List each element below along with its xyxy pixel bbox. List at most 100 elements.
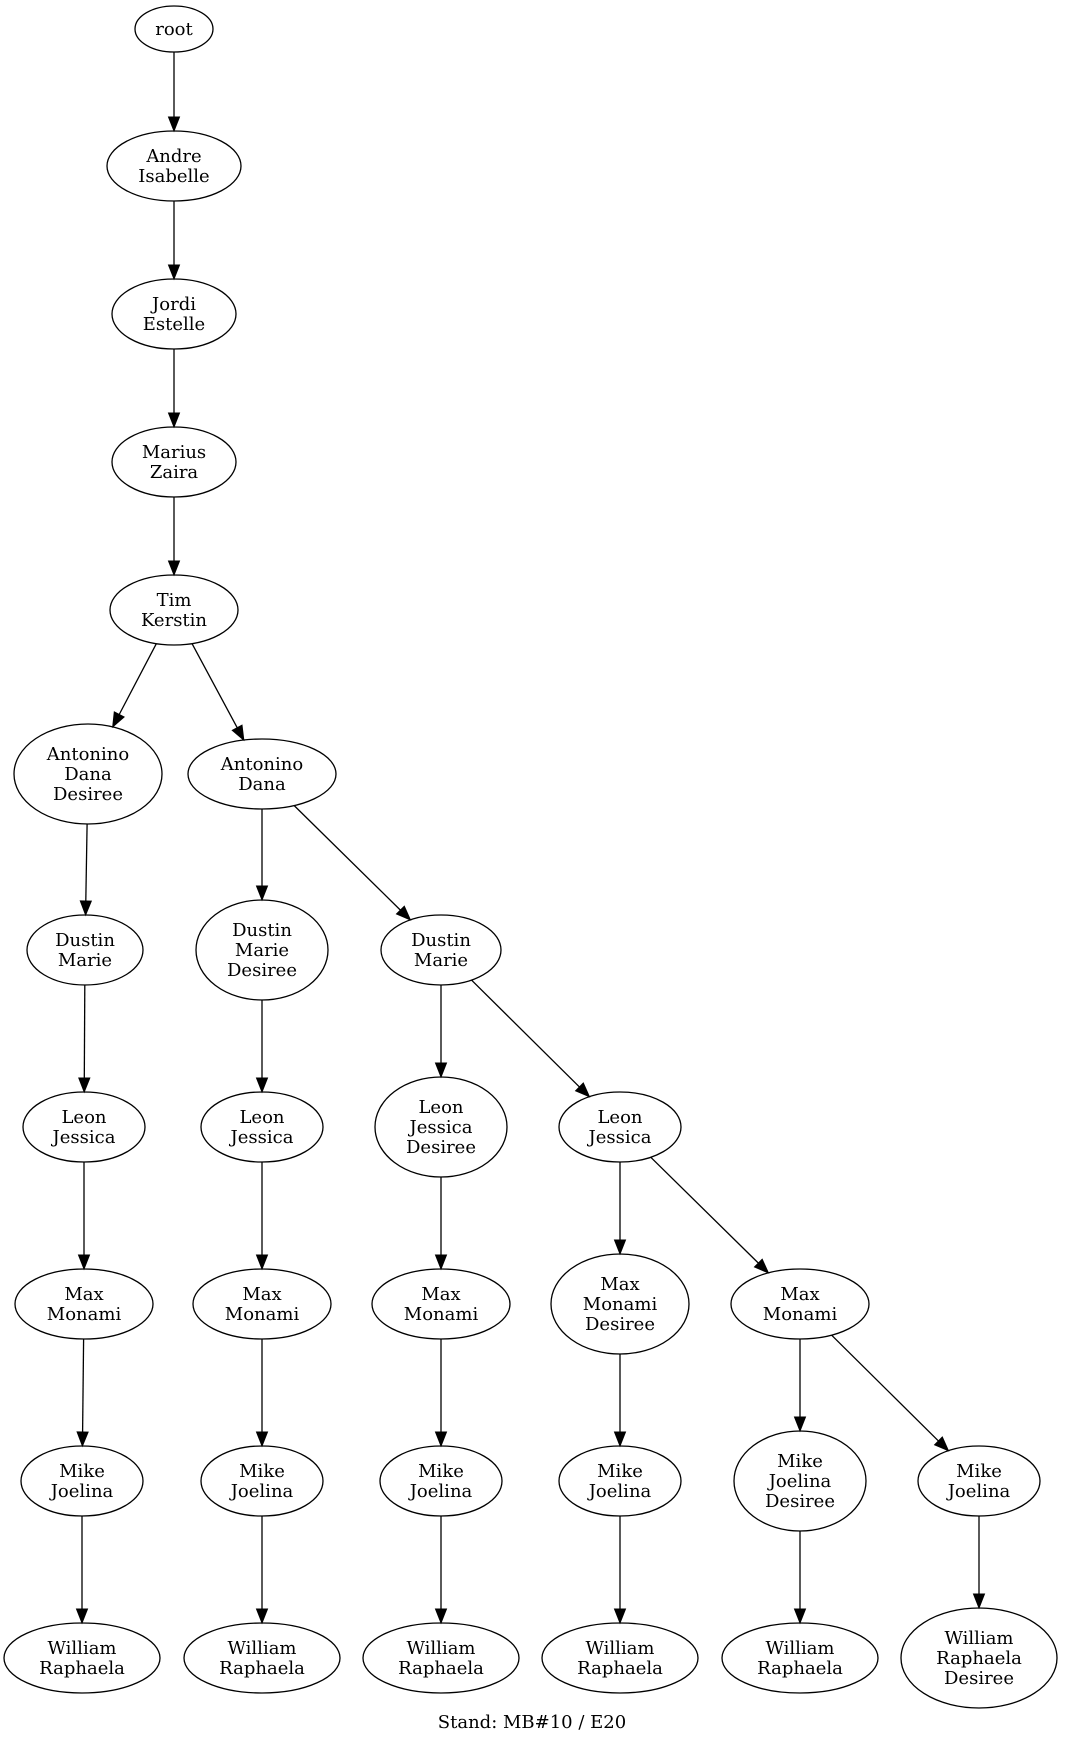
edge-arrowhead [75, 1608, 89, 1625]
tree-edge [78, 984, 91, 1094]
edge-line [831, 1334, 939, 1442]
tree-edge [167, 497, 181, 577]
node-label-line: Kerstin [141, 610, 207, 631]
node-label-line: William [227, 1638, 296, 1659]
edge-arrowhead [972, 1593, 986, 1610]
node-ellipse [187, 738, 337, 810]
node-label-line: Leon [418, 1097, 463, 1118]
edge-arrowhead [933, 1436, 950, 1452]
node-ellipse [380, 914, 502, 986]
tree-edge [613, 1162, 627, 1256]
tree-edge [255, 1000, 269, 1094]
edge-arrowhead [793, 1416, 807, 1433]
tree-edge [434, 1339, 448, 1448]
edge-arrowhead [231, 724, 245, 742]
edge-arrowhead [613, 1608, 627, 1625]
tree-node: root [134, 5, 214, 53]
node-label-line: Joelina [408, 1481, 473, 1502]
edges-layer [75, 52, 986, 1625]
node-label-line: Isabelle [138, 166, 209, 187]
edge-line [81, 1338, 85, 1433]
node-ellipse [917, 1445, 1041, 1517]
edge-arrowhead [112, 711, 125, 729]
edge-arrowhead [395, 905, 412, 921]
node-label-line: Jessica [587, 1127, 652, 1148]
node-ellipse [550, 1253, 690, 1355]
tree-edge [191, 643, 245, 742]
tree-edge [613, 1516, 627, 1625]
node-label-line: Jessica [51, 1127, 116, 1148]
node-label-line: Desiree [944, 1668, 1014, 1689]
node-ellipse [541, 1622, 699, 1694]
edge-line [293, 805, 401, 911]
node-label-line: Monami [583, 1294, 658, 1315]
edge-line [471, 979, 580, 1088]
node-ellipse [558, 1091, 682, 1163]
node-label-line: Tim [157, 590, 192, 611]
node-label-line: Raphaela [39, 1658, 125, 1679]
edge-arrowhead [255, 1077, 269, 1094]
edge-arrowhead [434, 1608, 448, 1625]
tree-edge [434, 1516, 448, 1625]
node-label-line: Dana [238, 774, 286, 795]
node-label-line: Raphaela [936, 1648, 1022, 1669]
node-ellipse [111, 426, 237, 498]
node-label-line: Leon [597, 1107, 642, 1128]
edge-arrowhead [167, 412, 181, 429]
node-ellipse [14, 1268, 154, 1340]
edge-arrowhead [167, 560, 181, 577]
node-label-line: Joelina [229, 1481, 294, 1502]
tree-edge [972, 1516, 986, 1610]
node-label-line: Max [64, 1284, 103, 1305]
tree-edge [167, 349, 181, 429]
node-label-line: Leon [61, 1107, 106, 1128]
tree-edge [112, 643, 157, 729]
tree-edge [793, 1339, 807, 1433]
node-label-line: Monami [47, 1304, 122, 1325]
tree-edge [255, 1162, 269, 1271]
node-label-line: Joelina [587, 1481, 652, 1502]
node-label-line: Desiree [227, 960, 297, 981]
edge-line [83, 984, 86, 1079]
node-label-line: Max [600, 1274, 639, 1295]
node-label-line: Dustin [232, 920, 292, 941]
node-label-line: Desiree [585, 1314, 655, 1335]
node-label-line: Raphaela [219, 1658, 305, 1679]
node-ellipse [200, 1445, 324, 1517]
node-ellipse [730, 1268, 870, 1340]
node-label-line: Jordi [150, 294, 196, 315]
node-label-line: Zaira [150, 462, 199, 483]
node-label-line: Max [421, 1284, 460, 1305]
edge-arrowhead [255, 1608, 269, 1625]
node-label-line: Mike [418, 1461, 464, 1482]
tree-edge [75, 1516, 89, 1625]
node-label-line: Mike [59, 1461, 105, 1482]
node-ellipse [371, 1268, 511, 1340]
node-ellipse [721, 1622, 879, 1694]
node-label-line: Antonino [220, 754, 303, 775]
diagram-caption: Stand: MB#10 / E20 [438, 1712, 626, 1733]
tree-edge [434, 1177, 448, 1271]
node-label-line: Dana [64, 764, 112, 785]
edge-arrowhead [79, 900, 93, 917]
node-label-line: William [406, 1638, 475, 1659]
tree-edge [79, 823, 93, 917]
